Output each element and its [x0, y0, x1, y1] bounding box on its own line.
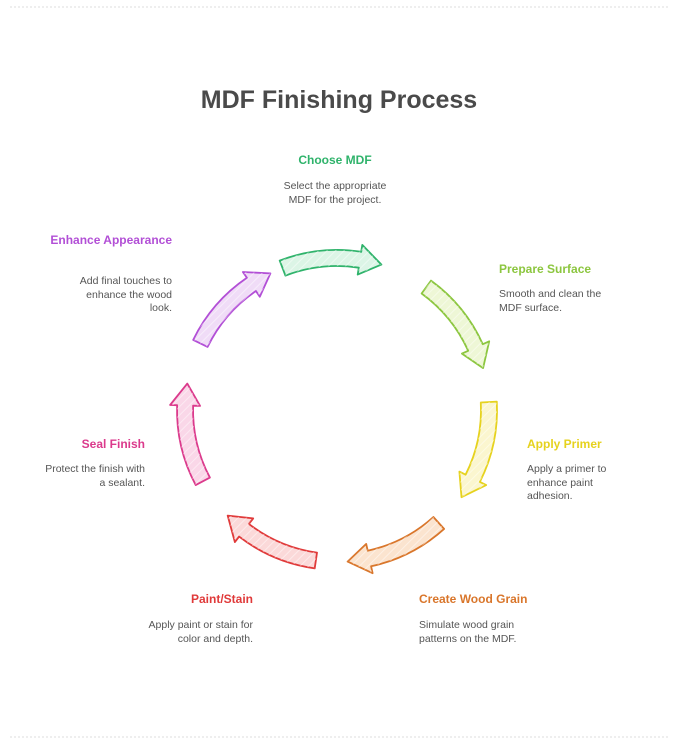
step-label-paint-stain: Paint/Stain [190, 592, 253, 606]
step-label-seal-finish: Seal Finish [81, 437, 145, 451]
step-label-choose-mdf: Choose MDF [298, 153, 372, 167]
arrow-hatch-choose-mdf [279, 244, 382, 276]
arrow-hatch-seal-finish [170, 383, 210, 486]
desc-line: Smooth and clean the [499, 288, 602, 300]
desc-line: enhance paint [527, 476, 593, 489]
step-label-prepare-surface: Prepare Surface [499, 262, 592, 276]
desc-line: look. [149, 302, 172, 314]
arrow-hatch-prepare-surface [421, 280, 490, 369]
desc-line: Apply paint or stain for [148, 619, 253, 631]
label-text: Enhance Appearance [50, 233, 172, 247]
desc-line: a sealant. [99, 476, 145, 489]
step-label-create-wood-grain: Create Wood Grain [419, 592, 528, 606]
step-desc-create-wood-grain: Simulate wood grain patterns on the MDF. [419, 619, 589, 646]
step-desc-prepare-surface: Smooth and clean the MDF surface. [499, 288, 669, 315]
desc-line: Add final touches to [79, 275, 172, 287]
step-desc-paint-stain: Apply paint or stain for color and depth… [83, 619, 253, 646]
desc-line: color and depth. [177, 632, 253, 645]
desc-line: patterns on the MDF. [419, 632, 517, 645]
desc-line: MDF surface. [499, 301, 563, 314]
step-label-apply-primer: Apply Primer [527, 437, 602, 451]
arrow-hatch-paint-stain [227, 515, 317, 569]
diagram-title: MDF Finishing Process [200, 86, 478, 114]
desc-line: MDF for the project. [288, 193, 382, 206]
bottom-dotted-border [10, 736, 668, 738]
step-desc-choose-mdf: Select the appropriate MDF for the proje… [255, 180, 415, 207]
top-dotted-border [10, 6, 668, 8]
step-desc-enhance-appearance: Add final touches to enhance the wood lo… [42, 275, 172, 316]
arrow-hatch-enhance-appearance [193, 272, 271, 347]
desc-line: Simulate wood grain [419, 619, 515, 631]
desc-line: enhance the wood [86, 288, 172, 301]
step-label-enhance-appearance: Enhance Appearance [42, 232, 172, 248]
desc-line: Protect the finish with [45, 463, 145, 475]
desc-line: Apply a primer to [527, 463, 607, 475]
step-desc-seal-finish: Protect the finish with a sealant. [0, 463, 145, 490]
step-desc-apply-primer: Apply a primer to enhance paint adhesion… [527, 463, 672, 504]
arrow-hatch-apply-primer [459, 401, 498, 498]
desc-line: adhesion. [527, 490, 573, 502]
desc-line: Select the appropriate [283, 180, 387, 192]
arrow-hatch-create-wood-grain [347, 517, 445, 574]
